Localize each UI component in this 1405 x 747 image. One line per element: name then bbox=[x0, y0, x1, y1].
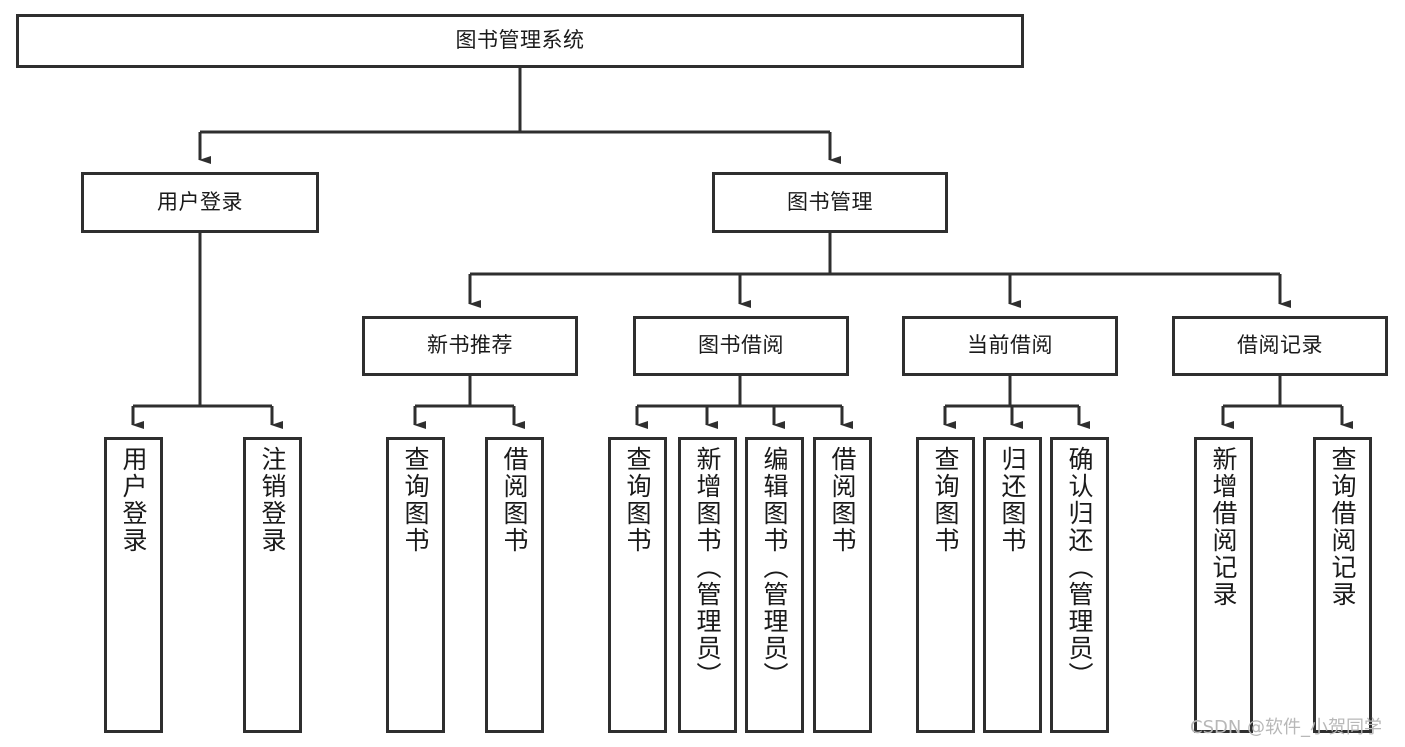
leaf-label: 用户登录 bbox=[119, 446, 148, 554]
leaf-label: 注销登录 bbox=[258, 446, 287, 554]
node-borrow-record[interactable]: 借阅记录 bbox=[1172, 316, 1388, 376]
node-new-book-recommend[interactable]: 新书推荐 bbox=[362, 316, 578, 376]
leaf-node-edit-book-admin[interactable]: 编辑图书（管理员） bbox=[745, 437, 804, 733]
leaf-label: 借阅图书 bbox=[500, 446, 529, 554]
leaf-label: 新增借阅记录 bbox=[1209, 446, 1238, 608]
leaf-node-add-borrow-record[interactable]: 新增借阅记录 bbox=[1194, 437, 1253, 733]
leaf-label: 编辑图书（管理员） bbox=[760, 446, 789, 689]
node-book-manage[interactable]: 图书管理 bbox=[712, 172, 948, 233]
node-label: 当前借阅 bbox=[967, 333, 1053, 358]
leaf-label: 新增图书（管理员） bbox=[693, 446, 722, 689]
leaf-node-query-book-3[interactable]: 查询图书 bbox=[916, 437, 975, 733]
leaf-label: 查询图书 bbox=[401, 446, 430, 554]
node-book-borrow[interactable]: 图书借阅 bbox=[633, 316, 849, 376]
leaf-label: 查询借阅记录 bbox=[1328, 446, 1357, 608]
leaf-node-logout[interactable]: 注销登录 bbox=[243, 437, 302, 733]
leaf-node-query-borrow-record[interactable]: 查询借阅记录 bbox=[1313, 437, 1372, 733]
leaf-node-query-book-1[interactable]: 查询图书 bbox=[386, 437, 445, 733]
leaf-node-borrow-book-1[interactable]: 借阅图书 bbox=[485, 437, 544, 733]
leaf-label: 查询图书 bbox=[931, 446, 960, 554]
leaf-node-add-book-admin[interactable]: 新增图书（管理员） bbox=[678, 437, 737, 733]
leaf-label: 借阅图书 bbox=[828, 446, 857, 554]
leaf-label: 确认归还（管理员） bbox=[1065, 446, 1094, 689]
node-label: 图书借阅 bbox=[698, 333, 784, 358]
leaf-node-user-login[interactable]: 用户登录 bbox=[104, 437, 163, 733]
node-book-management-system[interactable]: 图书管理系统 bbox=[16, 14, 1024, 68]
node-user-login[interactable]: 用户登录 bbox=[81, 172, 319, 233]
node-label: 借阅记录 bbox=[1237, 333, 1323, 358]
leaf-node-borrow-book-2[interactable]: 借阅图书 bbox=[813, 437, 872, 733]
node-current-borrow[interactable]: 当前借阅 bbox=[902, 316, 1118, 376]
leaf-node-query-book-2[interactable]: 查询图书 bbox=[608, 437, 667, 733]
csdn-watermark: CSDN @软件_小贺同学 bbox=[1190, 717, 1383, 738]
leaf-label: 查询图书 bbox=[623, 446, 652, 554]
node-label: 用户登录 bbox=[157, 189, 243, 214]
leaf-node-confirm-return-admin[interactable]: 确认归还（管理员） bbox=[1050, 437, 1109, 733]
node-label: 图书管理系统 bbox=[455, 28, 585, 53]
node-label: 图书管理 bbox=[787, 189, 873, 214]
leaf-node-return-book[interactable]: 归还图书 bbox=[983, 437, 1042, 733]
leaf-label: 归还图书 bbox=[998, 446, 1027, 554]
node-label: 新书推荐 bbox=[427, 333, 513, 358]
